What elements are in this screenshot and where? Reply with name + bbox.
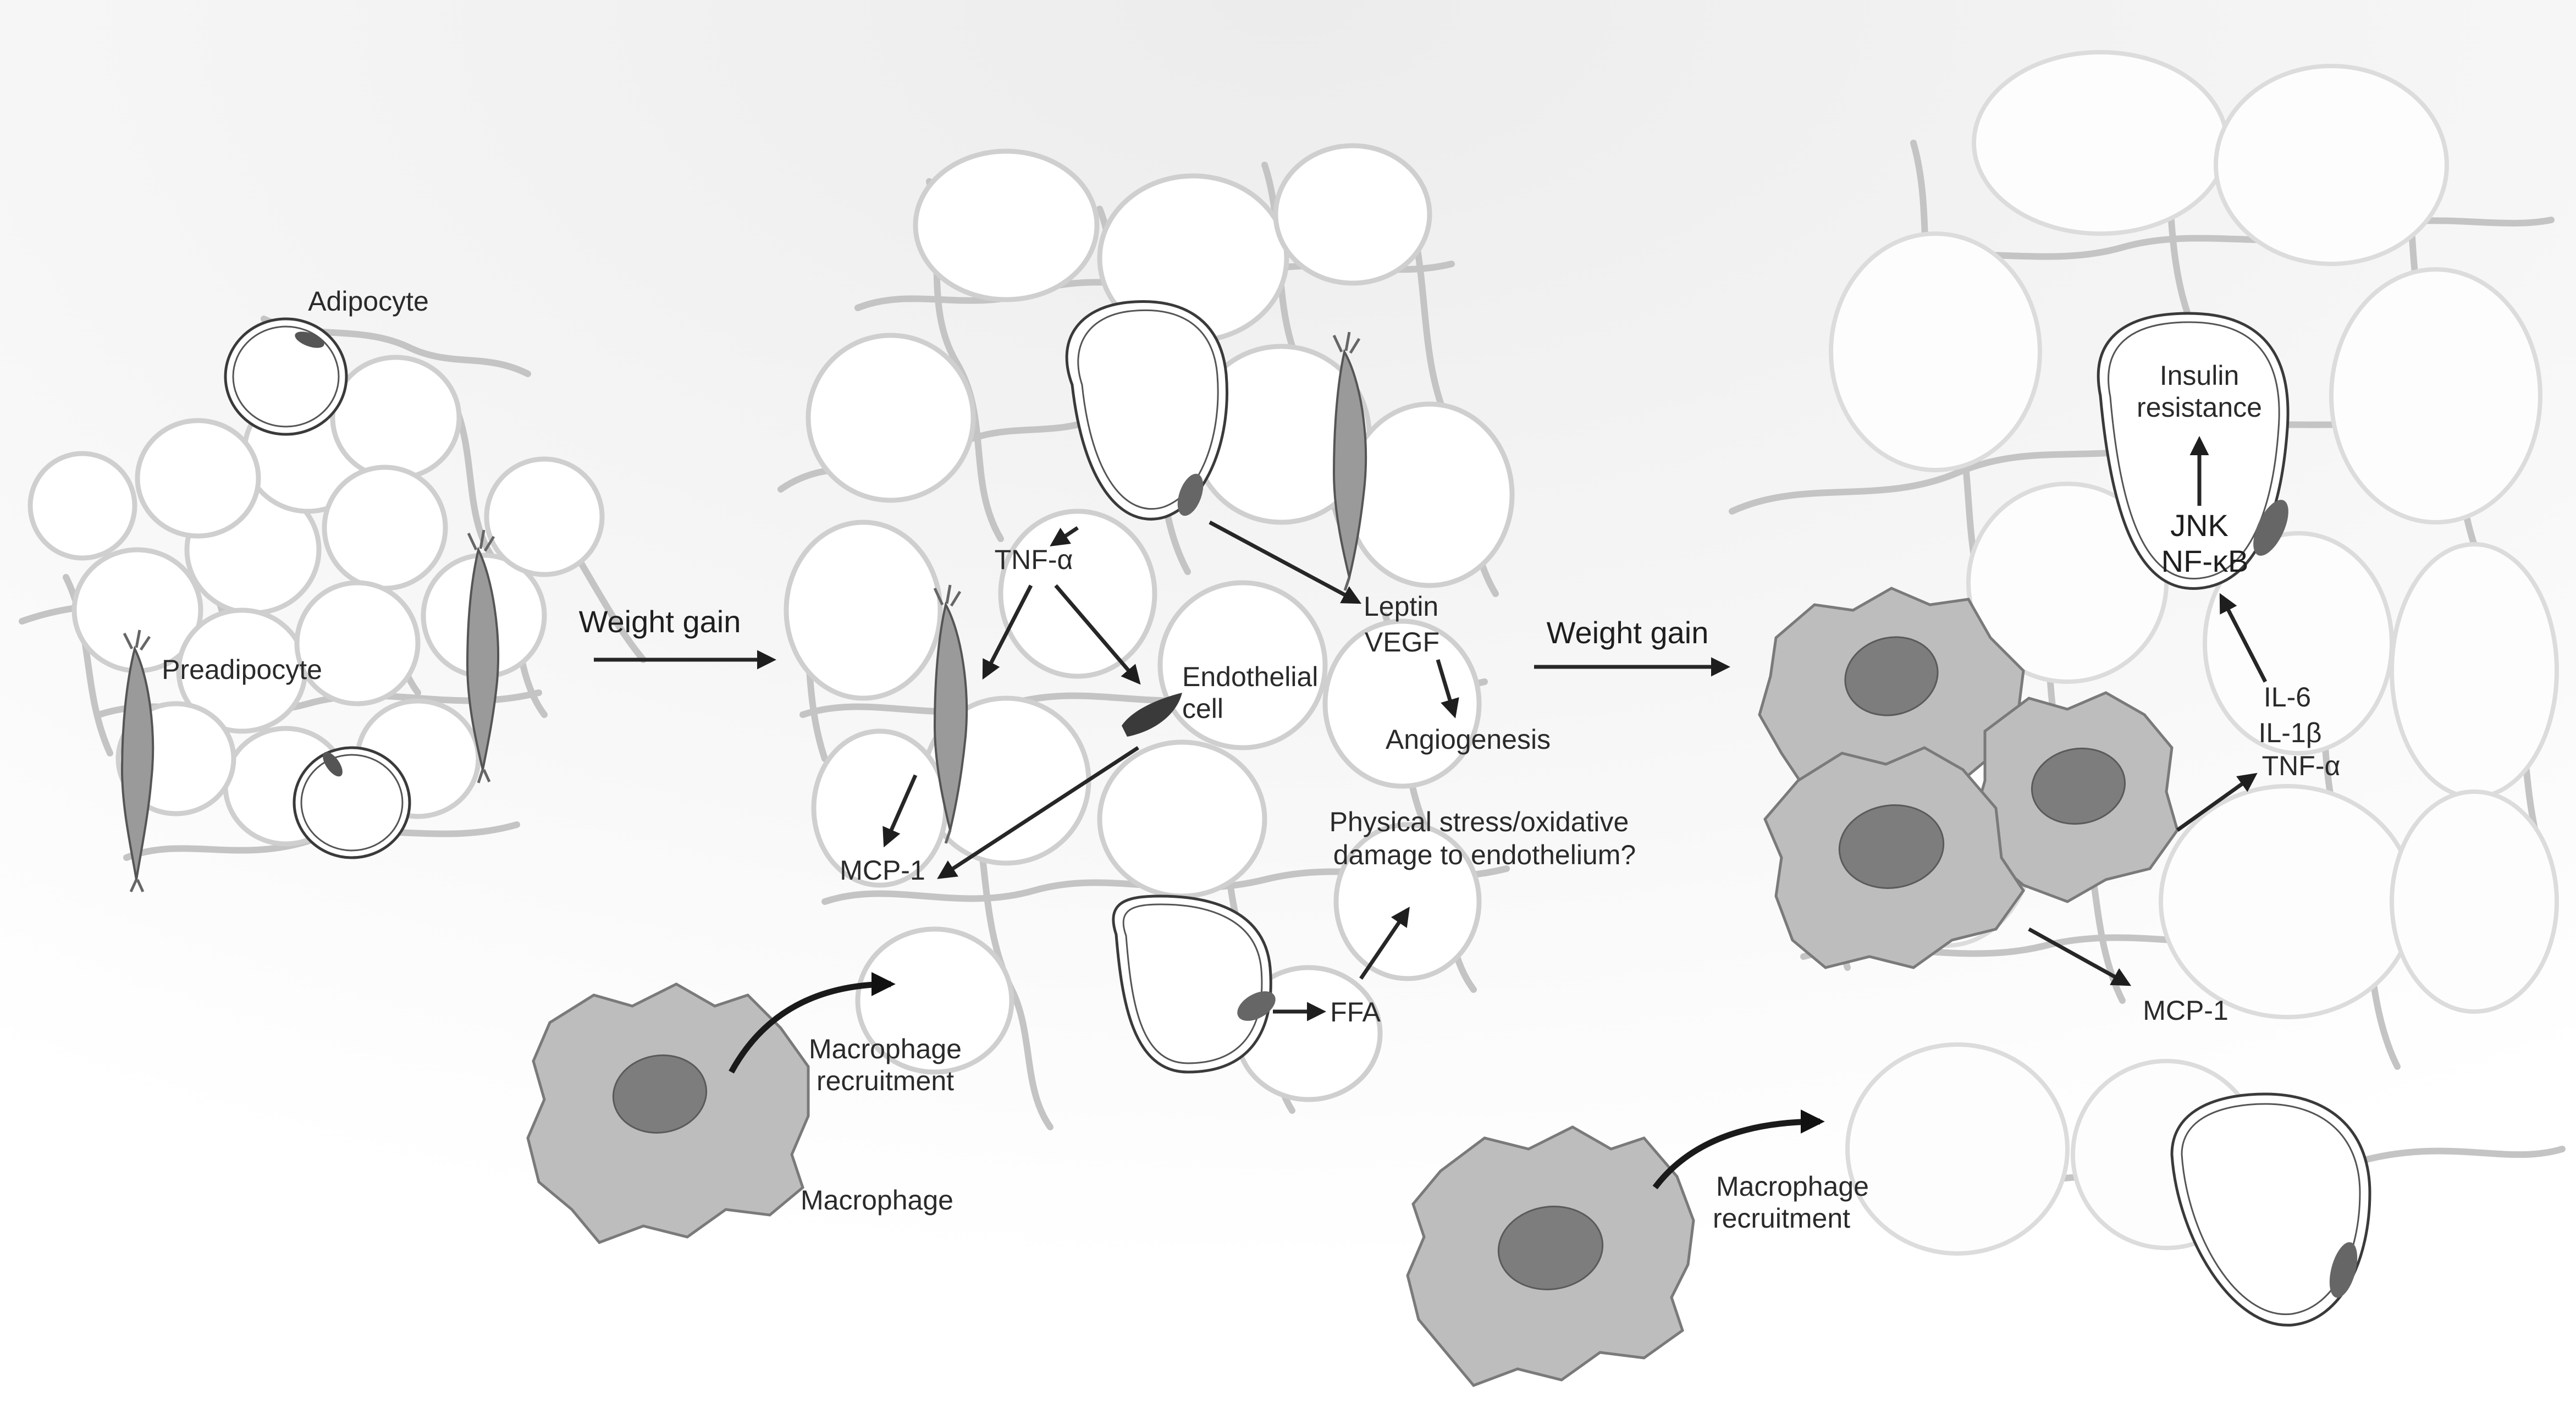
label-macrophage-recruitment-2b: recruitment (1713, 1203, 1850, 1234)
label-resistance: resistance (2137, 392, 2262, 423)
label-tnf-alpha-2: TNF-α (2262, 750, 2341, 781)
label-ffa: FFA (1330, 997, 1381, 1028)
label-il6: IL-6 (2264, 682, 2311, 712)
macrophage-panel3-incoming (1408, 1127, 1694, 1385)
label-macrophage-recruitment-2a: Macrophage (1716, 1171, 1869, 1202)
label-tnf-alpha-1: TNF-α (995, 544, 1073, 575)
label-vegf: VEGF (1365, 627, 1439, 658)
label-jnk: JNK (2170, 508, 2229, 543)
adipocyte-top-1 (225, 319, 346, 434)
label-macrophage-recruitment-1b: recruitment (817, 1065, 954, 1096)
label-weight-gain-2: Weight gain (1547, 615, 1709, 650)
label-insulin: Insulin (2160, 360, 2239, 391)
label-mcp1-1: MCP-1 (840, 855, 925, 886)
label-adipocyte: Adipocyte (308, 286, 429, 317)
label-macrophage: Macrophage (801, 1185, 953, 1216)
label-leptin: Leptin (1364, 591, 1438, 622)
label-preadipocyte: Preadipocyte (162, 654, 322, 685)
adipocyte-bottom-1 (294, 748, 410, 858)
label-angiogenesis: Angiogenesis (1386, 724, 1551, 755)
label-endothelial-cell: cell (1182, 693, 1223, 724)
label-physical-stress-line1: Physical stress/oxidative (1330, 807, 1629, 837)
label-physical-stress-line2: damage to endothelium? (1333, 839, 1636, 870)
label-weight-gain-1: Weight gain (579, 604, 741, 639)
label-macrophage-recruitment-1a: Macrophage (809, 1034, 962, 1064)
label-endothelial: Endothelial (1182, 661, 1318, 692)
label-il1b: IL-1β (2259, 717, 2322, 748)
label-nfkb: NF-κB (2161, 544, 2249, 578)
label-mcp1-2: MCP-1 (2143, 995, 2229, 1026)
